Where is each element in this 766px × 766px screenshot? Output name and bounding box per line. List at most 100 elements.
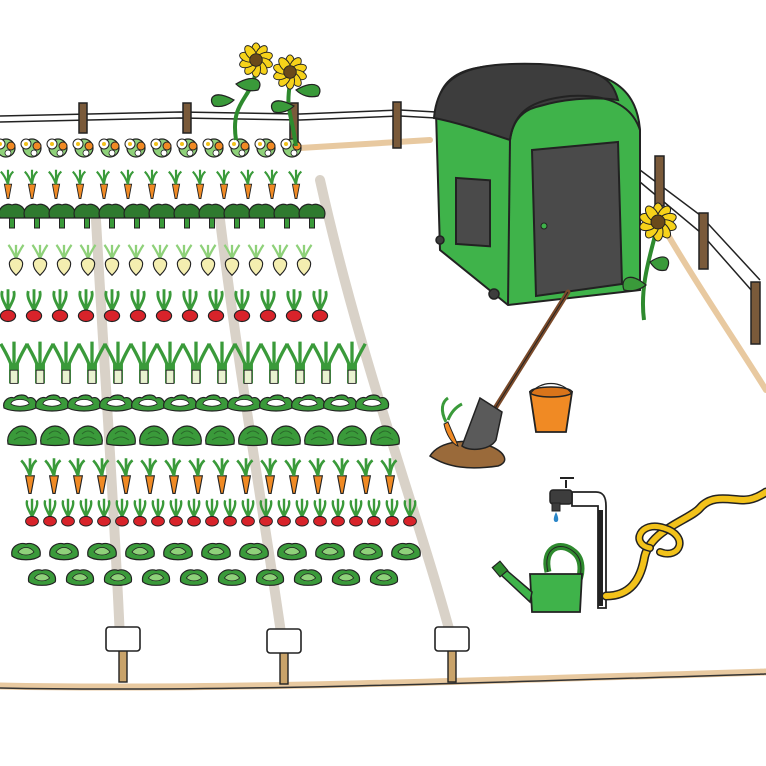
cabbage-icon <box>87 542 117 561</box>
sunflower <box>270 54 321 147</box>
radish-icon <box>97 498 111 527</box>
carrot-icon <box>92 458 110 494</box>
plot-sign-board <box>266 628 302 654</box>
sunflower-leaf <box>270 100 295 114</box>
bucket-handle <box>529 382 573 395</box>
plot-sign-stake <box>447 647 457 683</box>
turnip-icon <box>79 244 97 277</box>
carrot-icon <box>72 169 87 200</box>
fence-post <box>392 101 402 149</box>
cabbage-icon <box>217 569 247 586</box>
radish-icon <box>0 289 17 323</box>
fence-post <box>750 281 761 345</box>
plant-row-flower <box>0 138 302 158</box>
carrot-icon <box>20 458 38 494</box>
shed-wheel <box>435 235 445 245</box>
cabbage-icon <box>277 542 307 561</box>
sunflower-icon <box>239 42 273 78</box>
cabbage-icon <box>49 542 79 561</box>
flower-icon <box>72 138 94 158</box>
lettuce-icon <box>40 425 70 447</box>
cabbage-icon <box>11 542 41 561</box>
sunflower-leaf <box>295 83 321 98</box>
water-drop <box>553 512 559 522</box>
radish-icon <box>233 289 251 323</box>
leek-icon <box>285 341 315 384</box>
carrot-icon <box>168 169 183 200</box>
cauliflower-icon <box>3 394 38 412</box>
plot-sign-board <box>434 626 470 652</box>
cabbage-icon <box>353 542 383 561</box>
broccoli-icon <box>123 203 151 229</box>
lettuce-icon <box>205 425 235 447</box>
radish-icon <box>25 498 39 527</box>
cauliflower-icon <box>259 394 294 412</box>
flower-icon <box>150 138 172 158</box>
cauliflower-icon <box>99 394 134 412</box>
path-bottom-line <box>0 673 766 690</box>
shed-front-top <box>509 94 641 141</box>
cabbage-icon <box>369 569 399 586</box>
garden-shed <box>432 62 641 307</box>
radish-icon <box>295 498 309 527</box>
path-right-edge <box>662 227 766 393</box>
carrot-icon <box>44 458 62 494</box>
leek-icon <box>51 341 81 384</box>
fence-wire-low <box>0 115 437 123</box>
cabbage-icon <box>27 569 57 586</box>
flower-icon <box>20 138 42 158</box>
turnip-icon <box>295 244 313 277</box>
plant-row-cabbage <box>11 542 421 561</box>
fence-wire-top <box>0 109 437 117</box>
carrot-icon <box>96 169 111 200</box>
can-rose <box>491 560 509 578</box>
turnip-icon <box>151 244 169 277</box>
fence-post <box>654 155 665 207</box>
radish-icon <box>51 289 69 323</box>
sunflower-stem <box>640 231 658 321</box>
lettuce-icon <box>337 425 367 447</box>
carrot-icon <box>216 169 231 200</box>
turnip-icon <box>175 244 193 277</box>
carrot-icon <box>284 458 302 494</box>
plant-row-cabbage <box>27 569 399 586</box>
shovel-blade <box>461 396 503 451</box>
shed-door-knob <box>540 222 548 230</box>
sunflower <box>210 42 273 141</box>
radish-icon <box>223 498 237 527</box>
carrot-icon <box>236 458 254 494</box>
flower-icon <box>46 138 68 158</box>
radish-icon <box>311 289 329 323</box>
carrot-icon <box>68 458 86 494</box>
shovel-handle-outline <box>493 291 569 411</box>
flower-icon <box>124 138 146 158</box>
fence-post <box>698 212 709 270</box>
plot-signs <box>105 626 470 685</box>
hose <box>601 487 766 601</box>
leek-icon <box>25 341 55 384</box>
radish-icon <box>207 289 225 323</box>
watering-can <box>491 543 585 613</box>
radish-icon <box>155 289 173 323</box>
shed-door <box>530 140 624 298</box>
radish-icon <box>169 498 183 527</box>
lettuce-icon <box>7 425 37 447</box>
broccoli-icon <box>273 203 301 229</box>
carrot-icon <box>188 458 206 494</box>
fence-post <box>182 102 192 134</box>
plant-row-radish <box>0 289 329 323</box>
carrot-icon <box>380 458 398 494</box>
cabbage-icon <box>163 542 193 561</box>
turnip-icon <box>223 244 241 277</box>
carrot-leaves <box>440 396 463 423</box>
shovel <box>428 289 571 469</box>
carrot-icon <box>116 458 134 494</box>
broccoli-icon <box>148 203 176 229</box>
tap-nozzle <box>551 502 561 512</box>
radish-icon <box>349 498 363 527</box>
plant-row-radish <box>25 498 417 527</box>
radish-icon <box>43 498 57 527</box>
garden-hose <box>601 487 766 601</box>
radish-icon <box>115 498 129 527</box>
